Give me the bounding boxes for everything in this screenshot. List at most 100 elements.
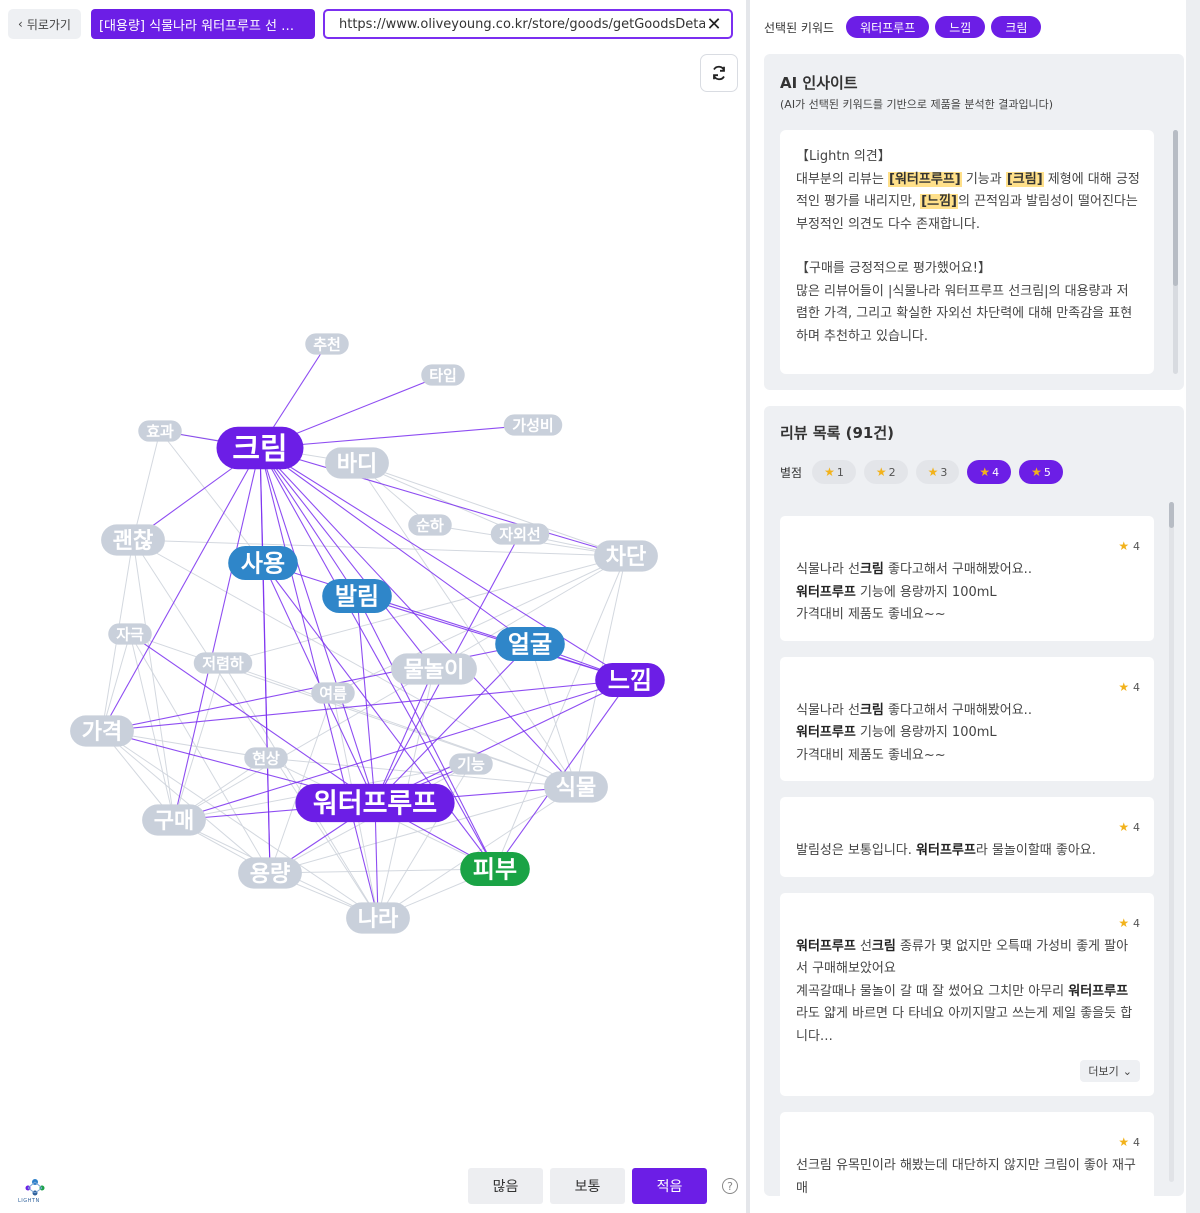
graph-node-bubble	[421, 364, 465, 386]
graph-node-muted[interactable]: 순하	[408, 514, 452, 536]
graph-node-bubble	[503, 414, 563, 436]
back-button[interactable]: ‹ 뒤로가기	[8, 9, 81, 39]
graph-node-bubble	[325, 447, 389, 479]
graph-node-primary[interactable]: 느낌	[595, 662, 665, 698]
positive-paragraph: 【구매를 긍정적으로 평가했어요!】 많은 리뷰어들이 |식물나라 워터프루프 …	[796, 258, 1140, 348]
graph-node-muted[interactable]: 타입	[421, 364, 465, 386]
graph-node-muted[interactable]: 용량	[238, 857, 302, 889]
graph-node-bubble	[460, 851, 530, 887]
graph-node-muted[interactable]: 가격	[70, 715, 134, 747]
back-button-label: 뒤로가기	[26, 17, 71, 32]
graph-node-muted[interactable]: 추천	[305, 333, 349, 355]
graph-node-label: 발림	[335, 583, 379, 611]
graph-node-label: 얼굴	[508, 631, 552, 659]
star-filter-5[interactable]: ★5	[1019, 460, 1063, 484]
freq-button-many[interactable]: 많음	[468, 1168, 543, 1204]
star-icon: ★	[824, 465, 835, 479]
url-input[interactable]: https://www.oliveyoung.co.kr/store/goods…	[322, 9, 733, 39]
review-rating: ★ 4	[796, 1134, 1140, 1151]
graph-node-label: 자외선	[499, 525, 540, 543]
highlight-keyword: [워터프루프]	[888, 171, 962, 187]
graph-node-muted[interactable]: 효과	[138, 420, 182, 442]
review-text: 선크림 유목민이라 해봤는데 대단하지 않지만 크림이 좋아 재구매	[796, 1155, 1140, 1196]
graph-edge-weak	[129, 633, 271, 874]
graph-node-primary[interactable]: 워터프루프	[295, 783, 455, 823]
graph-node-muted[interactable]: 식물	[544, 771, 608, 803]
graph-node-secondary[interactable]: 발림	[322, 578, 392, 614]
selected-keywords: 선택된 키워드 워터프루프 느낌 크림	[764, 16, 1042, 38]
graph-edge-weak	[132, 539, 175, 821]
graph-node-muted[interactable]: 가성비	[503, 414, 563, 436]
graph-node-bubble	[101, 524, 165, 556]
graph-edge-strong	[259, 447, 496, 870]
star-filter-4[interactable]: ★4	[967, 460, 1012, 484]
graph-node-muted[interactable]: 기능	[449, 753, 493, 775]
graph-node-muted[interactable]: 나라	[346, 902, 410, 934]
graph-node-label: 자극	[116, 625, 144, 643]
freq-button-few[interactable]: 적음	[632, 1168, 707, 1204]
graph-node-primary[interactable]: 크림	[216, 426, 304, 470]
help-icon[interactable]: ?	[722, 1178, 738, 1194]
graph-node-bubble	[449, 753, 493, 775]
keyword-chip-cream[interactable]: 크림	[991, 16, 1042, 38]
star-icon: ★	[927, 465, 939, 479]
review-scrollbar-thumb[interactable]	[1169, 502, 1174, 528]
graph-node-muted[interactable]: 물놀이	[391, 653, 477, 685]
graph-node-muted[interactable]: 저렴하	[193, 652, 253, 674]
keyword-chip-feeling[interactable]: 느낌	[935, 16, 986, 38]
opinion-text: 제형에 대해 긍정적인 평가를 내리지만,	[796, 171, 1140, 210]
review-text-segment: 가격대비 제품도 좋네요~~	[796, 607, 946, 622]
review-keyword: 크림	[871, 938, 896, 954]
panel-divider[interactable]	[746, 0, 750, 1213]
graph-node-bubble	[108, 623, 152, 645]
chevron-down-icon: ⌄	[1122, 1064, 1132, 1078]
graph-node-bubble	[295, 783, 455, 823]
keyword-chip-waterproof[interactable]: 워터프루프	[846, 16, 930, 38]
opinion-body: 대부분의 리뷰는 [워터프루프] 기능과 [크림] 제형에 대해 긍정적인 평가…	[796, 171, 1140, 232]
graph-node-label: 워터프루프	[313, 789, 437, 820]
graph-edge-strong	[173, 447, 261, 821]
graph-node-bubble	[70, 715, 134, 747]
graph-node-muted[interactable]: 자외선	[490, 523, 550, 545]
refresh-button[interactable]	[700, 54, 738, 92]
close-icon[interactable]: ✕	[706, 13, 722, 35]
star-filter-3[interactable]: ★3	[915, 460, 960, 484]
graph-node-bubble	[595, 662, 665, 698]
graph-node-label: 여름	[319, 684, 347, 702]
graph-edge-strong	[259, 447, 631, 681]
insight-scrollbar-thumb[interactable]	[1173, 130, 1178, 286]
star-filter-2[interactable]: ★2	[863, 460, 908, 484]
graph-edge-weak	[173, 668, 435, 821]
graph-node-muted[interactable]: 구매	[142, 804, 206, 836]
product-title-chip[interactable]: [대용량] 식물나라 워터프루프 선 …	[90, 9, 315, 39]
graph-edge-strong	[356, 595, 496, 870]
graph-node-muted[interactable]: 자극	[108, 623, 152, 645]
graph-node-secondary[interactable]: 얼굴	[495, 626, 565, 662]
star-filter-1[interactable]: ★1	[812, 460, 856, 484]
graph-node-label: 가성비	[512, 416, 553, 434]
review-text-segment: 라 물놀이할때 좋아요.	[975, 843, 1096, 858]
review-keyword: 크림	[859, 562, 884, 577]
graph-node-muted[interactable]: 바디	[325, 447, 389, 479]
graph-node-muted[interactable]: 차단	[594, 540, 658, 572]
graph-node-muted[interactable]: 현상	[244, 747, 288, 769]
review-scrollbar-track[interactable]	[1169, 502, 1174, 1182]
review-card[interactable]: ★ 4 선크림 유목민이라 해봤는데 대단하지 않지만 크림이 좋아 재구매	[780, 1112, 1154, 1196]
graph-node-secondary[interactable]: 사용	[228, 545, 298, 581]
more-button[interactable]: 더보기⌄	[1080, 1060, 1140, 1082]
ai-insight-card: 【Lightn 의견】 대부분의 리뷰는 [워터프루프] 기능과 [크림] 제형…	[780, 130, 1154, 374]
graph-node-muted[interactable]: 괜찮	[101, 524, 165, 556]
graph-node-muted[interactable]: 여름	[311, 682, 355, 704]
graph-edge-weak	[132, 539, 577, 788]
freq-button-normal[interactable]: 보통	[550, 1168, 625, 1204]
positive-body: 많은 리뷰어들이 |식물나라 워터프루프 선크림|의 대용량과 저렴한 가격, …	[796, 283, 1133, 344]
graph-node-accent[interactable]: 피부	[460, 851, 530, 887]
review-rating-value: 4	[1133, 821, 1140, 834]
graph-node-bubble	[305, 333, 349, 355]
